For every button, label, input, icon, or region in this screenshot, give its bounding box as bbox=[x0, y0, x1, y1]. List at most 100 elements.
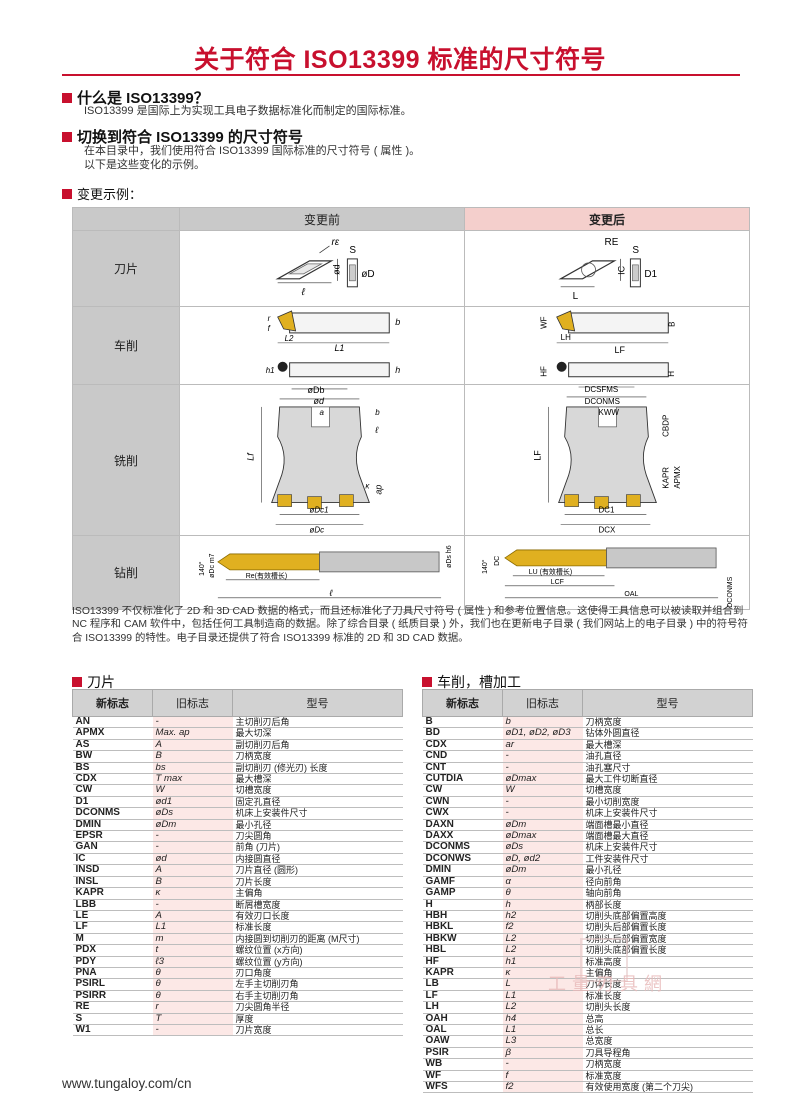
description-cell: 端面槽最大直径 bbox=[582, 830, 753, 843]
new-symbol-cell: DAXN bbox=[422, 819, 503, 832]
insert-diagram-after: RE S IC D1 L bbox=[464, 230, 750, 307]
insert-diagram-before: rε S ød øD ℓ bbox=[179, 230, 465, 307]
turning-col-new: 新标志 bbox=[422, 689, 503, 717]
description-cell: 标准长度 bbox=[232, 921, 403, 934]
row-label-insert: 刀片 bbox=[72, 230, 180, 307]
milling-after-label-b: DCONMS bbox=[585, 397, 620, 406]
new-symbol-cell: DCONWS bbox=[422, 853, 503, 866]
old-symbol-cell: θ bbox=[502, 887, 583, 900]
insert-before-label-e: ℓ bbox=[301, 287, 306, 298]
insert-before-label-c: ød bbox=[331, 264, 341, 274]
turning-after-label-e: HF bbox=[540, 366, 549, 377]
old-symbol-cell: r bbox=[152, 1001, 233, 1014]
drilling-before-svg: 140° øDc m7 Re(有效槽长) øDs h6 ℓ bbox=[198, 545, 453, 598]
example-heading: 变更示例： bbox=[62, 184, 142, 203]
description-cell: 刀尖圆角半径 bbox=[232, 1001, 403, 1014]
description-cell: 主偏角 bbox=[582, 967, 753, 980]
turning-before-label-a: r bbox=[268, 314, 271, 323]
insert-before-label-b: S bbox=[349, 245, 356, 256]
drilling-after-label-b: DC bbox=[494, 556, 501, 566]
drilling-before-label-a: 140° bbox=[198, 561, 206, 576]
section-heading-switch: 切换到符合 ISO13399 的尺寸符号 bbox=[62, 126, 303, 147]
new-symbol-cell: KAPR bbox=[72, 887, 153, 900]
description-cell: 机床上安装件尺寸 bbox=[582, 807, 753, 820]
page-title: 关于符合 ISO13399 标准的尺寸符号 bbox=[194, 46, 606, 74]
turning-after-svg: WF B LH LF HF H bbox=[540, 310, 676, 377]
new-symbol-cell: AN bbox=[72, 716, 153, 729]
description-cell: 总长 bbox=[582, 1024, 753, 1037]
new-symbol-cell: H bbox=[422, 899, 503, 911]
old-symbol-cell: ℓ3 bbox=[152, 956, 233, 968]
comparison-table: 变更前 变更后 刀片 rε S ød øD ℓ bbox=[72, 207, 750, 610]
milling-before-label-j: øDc bbox=[310, 526, 325, 535]
bullet-square-icon bbox=[422, 677, 432, 687]
section-heading-text: 切换到符合 ISO13399 的尺寸符号 bbox=[77, 129, 303, 146]
milling-after-label-i: DCX bbox=[599, 526, 617, 535]
insert-before-label-a: rε bbox=[331, 237, 339, 248]
description-cell: 副切削刃 (修光刃) 长度 bbox=[232, 762, 403, 775]
old-symbol-cell: L bbox=[502, 978, 583, 991]
old-symbol-cell: h4 bbox=[502, 1013, 583, 1025]
description-cell: 切削头后部偏置长度 bbox=[582, 921, 753, 934]
new-symbol-cell: S bbox=[72, 1013, 153, 1025]
old-symbol-cell: ar bbox=[502, 739, 583, 752]
watermark-logo bbox=[580, 938, 628, 982]
milling-after-label-a: DCSFMS bbox=[585, 385, 619, 394]
description-cell: 有效刃口长度 bbox=[232, 910, 403, 923]
old-symbol-cell: T bbox=[152, 1013, 233, 1025]
new-symbol-cell: HBL bbox=[422, 944, 503, 957]
new-symbol-cell: WFS bbox=[422, 1081, 503, 1094]
description-cell: 切削头长度 bbox=[582, 1001, 753, 1014]
old-symbol-cell: øDm bbox=[152, 819, 233, 832]
old-symbol-cell: A bbox=[152, 864, 233, 877]
old-symbol-cell: f bbox=[502, 1070, 583, 1083]
new-symbol-cell: CWN bbox=[422, 796, 503, 809]
insert-table-heading: 刀片 bbox=[72, 672, 115, 692]
new-symbol-cell: INSD bbox=[72, 864, 153, 877]
old-symbol-cell: bs bbox=[152, 762, 233, 775]
new-symbol-cell: KAPR bbox=[422, 967, 503, 980]
comparison-header-after: 变更后 bbox=[464, 207, 750, 231]
section-text-what-is: ISO13399 是国际上为实现工具电子数据标准化而制定的国际标准。 bbox=[84, 105, 412, 117]
new-symbol-cell: BS bbox=[72, 762, 153, 775]
description-cell: 刀柄宽度 bbox=[582, 716, 753, 729]
turning-after-label-a: WF bbox=[540, 316, 549, 329]
description-cell: 切削头底部偏置高度 bbox=[582, 910, 753, 923]
new-symbol-cell: BD bbox=[422, 727, 503, 740]
comparison-header-before: 变更前 bbox=[179, 207, 465, 231]
milling-diagram-before: øDb ød a b ℓ Lf ap κ øDc1 øDc bbox=[179, 384, 465, 536]
description-cell: 最小切削宽度 bbox=[582, 796, 753, 809]
footer-url[interactable]: www.tungaloy.com/cn bbox=[62, 1076, 192, 1091]
description-cell: 标准高度 bbox=[582, 956, 753, 968]
drilling-after-label-e: OAL bbox=[624, 591, 638, 598]
drilling-after-label-f: DCONMS bbox=[727, 576, 734, 607]
milling-after-label-c: KWW bbox=[599, 408, 620, 417]
milling-before-label-d: b bbox=[375, 408, 380, 417]
old-symbol-cell: øDmax bbox=[502, 830, 583, 843]
turning-before-svg: r f b L2 L1 h1 h bbox=[266, 310, 400, 377]
description-cell: 刀具导程角 bbox=[582, 1047, 753, 1060]
section-text-switch-1: 在本目录中，我们使用符合 ISO13399 国际标准的尺寸符号 ( 属性 )。 bbox=[84, 145, 421, 157]
new-symbol-cell: DMIN bbox=[72, 819, 153, 832]
turning-before-label-g: h bbox=[395, 364, 400, 374]
new-symbol-cell: CUTDIA bbox=[422, 773, 503, 786]
insert-after-label-d: D1 bbox=[644, 269, 657, 280]
new-symbol-cell: GAMF bbox=[422, 876, 503, 889]
table-row: LBB-断屑槽宽度 bbox=[72, 899, 403, 911]
insert-after-svg: RE S IC D1 L bbox=[558, 237, 658, 302]
old-symbol-cell: h1 bbox=[502, 956, 583, 968]
